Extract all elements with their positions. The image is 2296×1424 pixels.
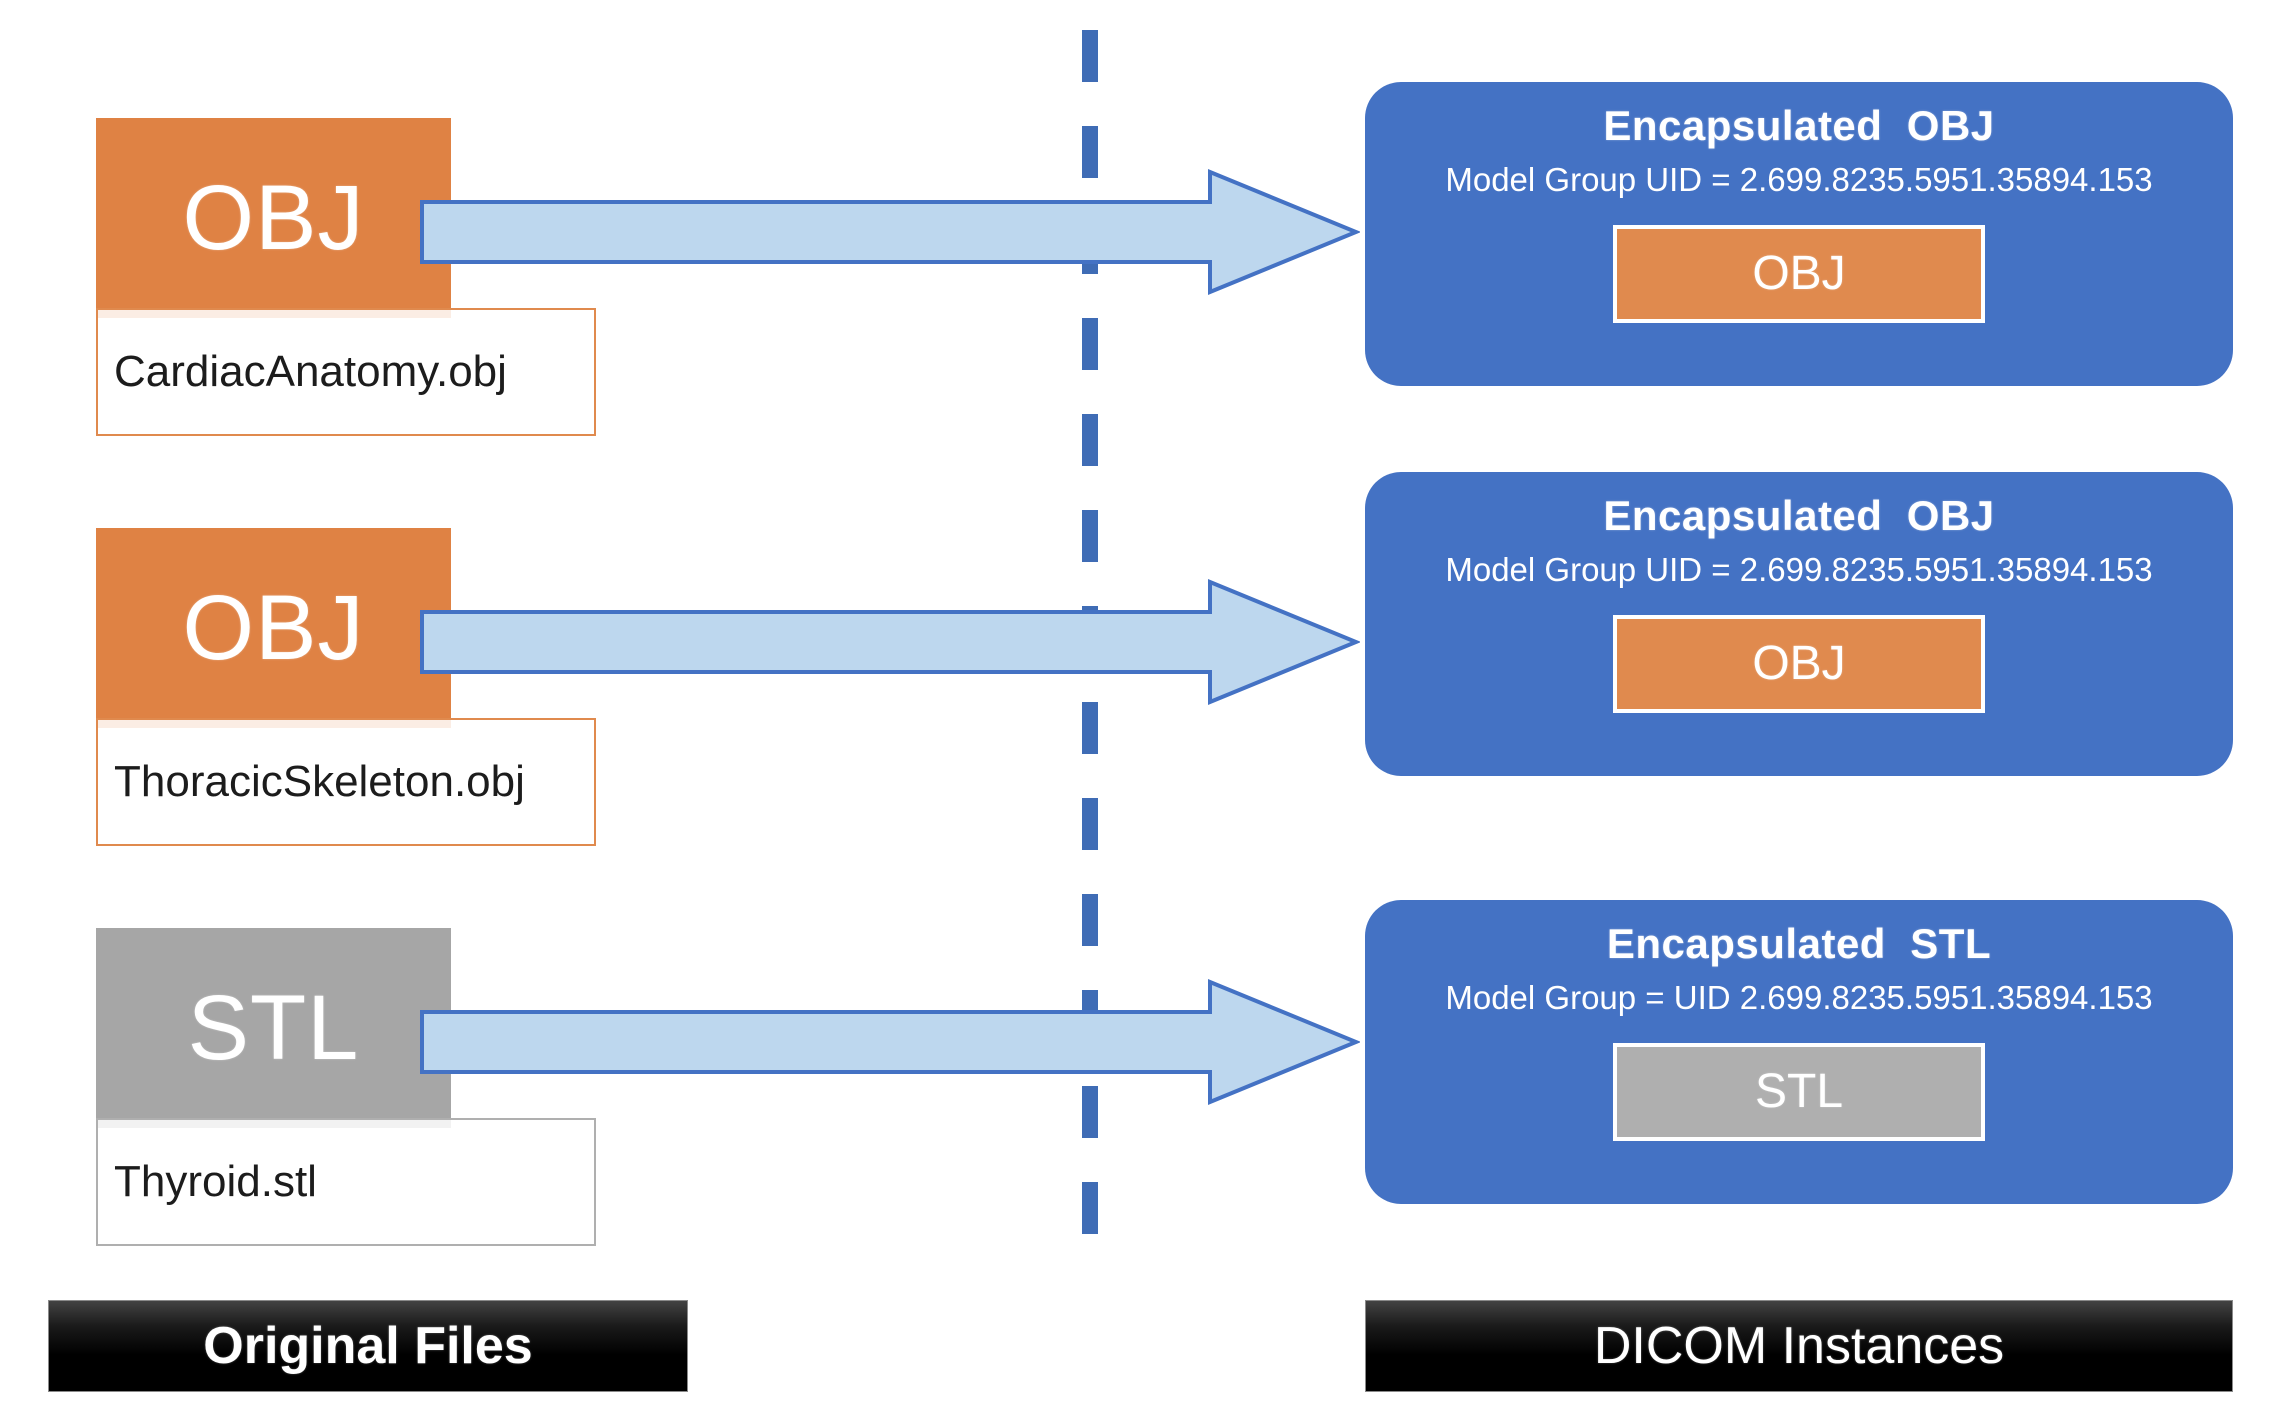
dicom-instances-banner: DICOM Instances [1365, 1300, 2233, 1392]
chip-label: OBJ [1752, 637, 1846, 691]
file-type-label: OBJ [182, 167, 365, 269]
file-name-text: ThoracicSkeleton.obj [114, 756, 525, 806]
encapsulated-format-chip: OBJ [1613, 615, 1985, 714]
card-title: Encapsulated OBJ [1603, 102, 1995, 149]
conversion-arrow-3 [420, 979, 1360, 1105]
encapsulated-format-chip: STL [1613, 1043, 1985, 1142]
original-files-banner-label: Original Files [203, 1317, 533, 1375]
file-type-block-obj: OBJ [96, 118, 451, 318]
chip-label: STL [1754, 1065, 1844, 1119]
card-title: Encapsulated STL [1606, 920, 1992, 967]
file-name-box: CardiacAnatomy.obj [96, 308, 596, 436]
card-uid-text: Model Group UID = 2.699.8235.5951.35894.… [1445, 160, 2153, 198]
conversion-arrow-2 [420, 579, 1360, 705]
dicom-instance-card-2[interactable]: Encapsulated OBJ Model Group UID = 2.699… [1365, 472, 2233, 776]
file-name-text: CardiacAnatomy.obj [114, 346, 507, 396]
file-name-box: ThoracicSkeleton.obj [96, 718, 596, 846]
file-name-text: Thyroid.stl [114, 1156, 317, 1206]
chip-label: OBJ [1752, 247, 1846, 301]
dicom-instance-card-3[interactable]: Encapsulated STL Model Group = UID 2.699… [1365, 900, 2233, 1204]
file-type-label: STL [187, 977, 360, 1079]
original-files-banner: Original Files [48, 1300, 688, 1392]
vertical-dashed-separator [1082, 30, 1098, 1262]
file-type-block-obj: OBJ [96, 528, 451, 728]
file-type-block-stl: STL [96, 928, 451, 1128]
file-name-box: Thyroid.stl [96, 1118, 596, 1246]
dicom-instance-card-1[interactable]: Encapsulated OBJ Model Group UID = 2.699… [1365, 82, 2233, 386]
file-type-label: OBJ [182, 577, 365, 679]
card-uid-text: Model Group = UID 2.699.8235.5951.35894.… [1445, 978, 2153, 1016]
conversion-arrow-1 [420, 169, 1360, 295]
card-title: Encapsulated OBJ [1603, 492, 1995, 539]
encapsulated-format-chip: OBJ [1613, 225, 1985, 324]
dicom-instances-banner-label: DICOM Instances [1593, 1317, 2005, 1375]
card-uid-text: Model Group UID = 2.699.8235.5951.35894.… [1445, 550, 2153, 588]
